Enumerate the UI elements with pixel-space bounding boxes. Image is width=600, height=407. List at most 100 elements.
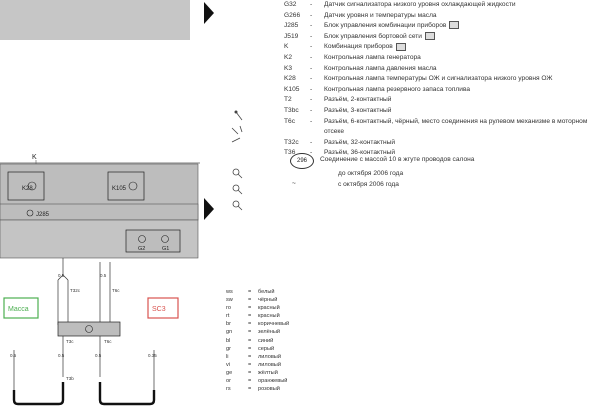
color-row: br=коричневый — [226, 320, 289, 328]
label-k105: K105 — [112, 186, 127, 192]
legend-dash: - — [310, 32, 313, 40]
icon-column — [231, 110, 243, 211]
legend-row: K3-Контрольная лампа давления масла — [284, 64, 600, 75]
color-row: ws=белый — [226, 288, 289, 296]
legend-row: T36 - Разъём, 36-контактный — [284, 148, 600, 159]
legend-desc: Разъём, 32-контактный — [324, 138, 396, 146]
legend-desc: Контрольная лампа температуры ОЖ и сигна… — [324, 75, 553, 83]
color-name: чёрный — [258, 297, 278, 304]
legend-dash: - — [310, 138, 313, 146]
k28-box — [7, 171, 45, 201]
color-name: коричневый — [258, 321, 290, 328]
mass-description: Соединение с массой 10 в жгуте проводов … — [320, 156, 475, 163]
legend-code: T32c — [284, 138, 299, 146]
magnifier-icon-3 — [232, 200, 243, 211]
legend-desc: Датчик уровня и температуры масла — [324, 11, 437, 19]
nav-arrow-bottom[interactable] — [204, 198, 214, 220]
label-g2: G2 — [138, 246, 145, 252]
camera-icon[interactable] — [425, 32, 435, 41]
legend-desc: Контрольная лампа генератора — [324, 53, 421, 61]
color-dash: = — [248, 313, 252, 320]
note-before-oct-2006: до октября 2006 года — [338, 170, 404, 177]
color-row: sw=чёрный — [226, 296, 289, 304]
color-dash: = — [248, 378, 252, 385]
sc3-box — [147, 297, 179, 319]
color-code: vi — [226, 361, 231, 368]
label-k: K — [32, 154, 37, 161]
legend-desc: Датчик сигнализатора низкого уровня охла… — [324, 1, 516, 8]
connector-t6c-2: T6c — [104, 339, 112, 344]
color-dash: = — [248, 329, 252, 336]
legend-code: T6c — [284, 117, 295, 125]
legend-desc: Разъём, 2-контактный — [324, 96, 392, 104]
label-k28: K28 — [22, 186, 33, 192]
color-code: li — [226, 353, 229, 360]
color-row: vi=лиловый — [226, 361, 289, 369]
wire-loop-left — [12, 382, 65, 406]
legend-dash: - — [310, 22, 313, 30]
legend-desc: Разъём, 36-контактный — [324, 149, 396, 157]
legend-code: K28 — [284, 75, 296, 83]
legend-code: T36 — [284, 149, 296, 157]
top-gray-panel — [0, 0, 190, 40]
legend-desc: Разъём, 3-контактный — [324, 106, 392, 114]
wire-label-f: 0.35 — [148, 353, 157, 358]
g32-box — [57, 321, 121, 337]
wiring-diagram: K K28 K105 J285 G2 G1 0.5 0.5 T32c T6c М… — [0, 154, 200, 406]
legend-row: J285-Блок управления комбинации приборов — [284, 21, 600, 32]
legend-code: J519 — [284, 32, 299, 40]
color-name: жёлтый — [258, 369, 278, 376]
legend-desc: Блок управления бортовой сети — [324, 32, 600, 43]
legend-dash: - — [310, 53, 313, 61]
color-row: rs=розовый — [226, 385, 289, 393]
color-row: ge=жёлтый — [226, 369, 289, 377]
color-code: gn — [226, 329, 233, 336]
color-dash: = — [248, 386, 252, 393]
label-massa: Масса — [8, 306, 29, 313]
wire-label-d: 0.5 — [58, 353, 65, 358]
camera-icon[interactable] — [449, 21, 460, 30]
legend-row: K-Комбинация приборов — [284, 42, 600, 53]
color-row: rt=красный — [226, 312, 289, 320]
wire-label-b: 0.5 — [100, 273, 107, 278]
legend-code: K — [284, 43, 289, 51]
connector-t3b: T3b — [66, 376, 74, 381]
color-name: оранжевый — [258, 378, 288, 385]
j285-icon — [26, 209, 34, 217]
color-name: лиловый — [258, 353, 281, 360]
color-name: зелёный — [258, 329, 281, 336]
k105-lamp-icon — [128, 181, 138, 191]
wire-label-e: 0.5 — [95, 353, 102, 358]
legend-row: K105-Контрольная лампа резервного запаса… — [284, 85, 600, 96]
g1-icon — [161, 235, 169, 243]
nav-arrow-top[interactable] — [204, 2, 214, 24]
legend-row: T3bc-Разъём, 3-контактный — [284, 106, 600, 117]
color-row: bl=синий — [226, 337, 289, 345]
legend-row: G32-Датчик сигнализатора низкого уровня … — [284, 0, 600, 11]
legend-code: J285 — [284, 22, 299, 30]
color-name: красный — [258, 313, 280, 320]
legend-dash: - — [310, 149, 313, 157]
connector-t32c: T32c — [70, 288, 81, 293]
j285-bar — [0, 203, 199, 221]
camera-icon[interactable] — [395, 42, 406, 51]
color-code: ws — [226, 289, 233, 295]
tool-icon — [231, 125, 243, 135]
color-name: белый — [258, 289, 275, 295]
color-row: ro=красный — [226, 304, 289, 312]
probe-icon — [234, 110, 243, 121]
legend-code: G266 — [284, 11, 301, 19]
legend-row: T6c-Разъём, 6-контактный, чёрный, место … — [284, 117, 600, 138]
label-sc3: SC3 — [152, 306, 166, 313]
wrench-icon — [231, 137, 241, 143]
legend-code: T3bc — [284, 106, 299, 114]
legend-dash: - — [310, 117, 313, 125]
k105-box — [107, 171, 145, 201]
g32-icon — [85, 325, 93, 333]
mass-symbol: 296 — [290, 153, 314, 169]
color-name: серый — [258, 345, 275, 352]
note-symbol: ~ — [292, 180, 296, 187]
color-dash: = — [248, 305, 252, 312]
label-j285: J285 — [36, 212, 50, 218]
